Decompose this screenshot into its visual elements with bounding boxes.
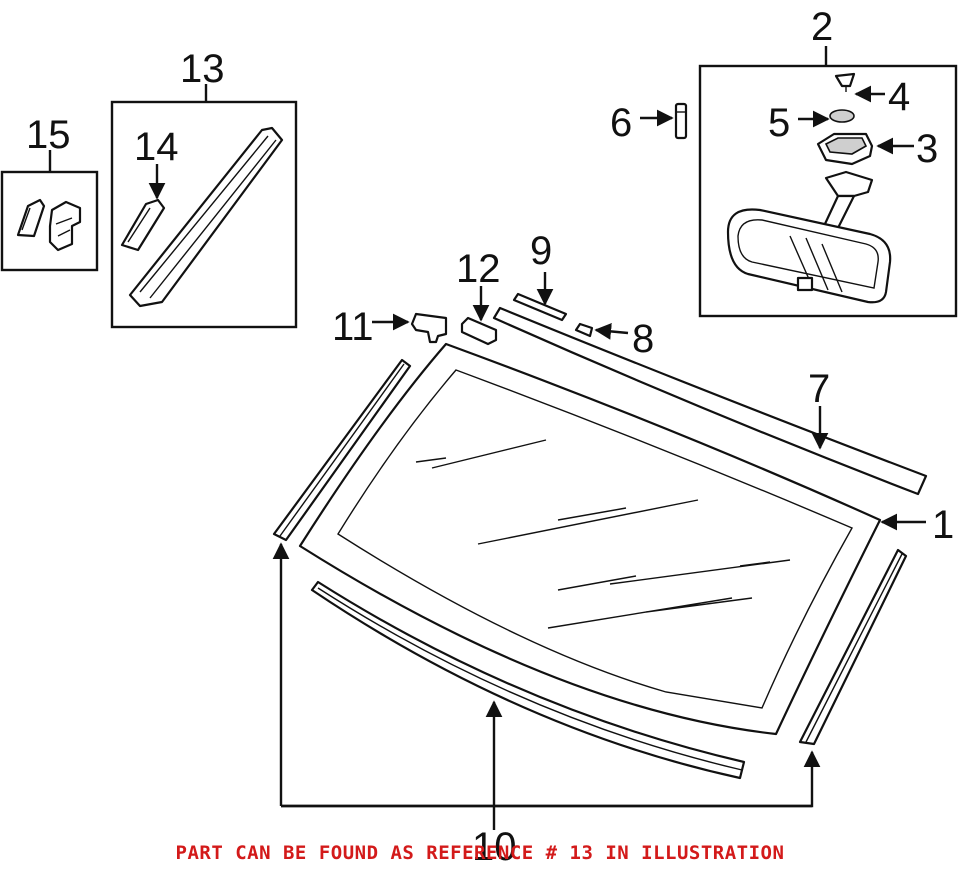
part-12-clip — [460, 316, 498, 346]
callout-1: 1 — [932, 503, 954, 547]
rear-view-mirror — [726, 208, 892, 304]
part-8-spacer — [574, 322, 594, 338]
part-8-leader — [594, 323, 629, 340]
part-10-right-side-moulding — [798, 548, 908, 746]
reference-caption: PART CAN BE FOUND AS REFERENCE # 13 IN I… — [175, 842, 785, 864]
part-9-strip — [512, 292, 568, 322]
callout-5: 5 — [768, 101, 790, 145]
part-10-bottom-moulding — [310, 580, 746, 780]
part-15-clips — [16, 198, 82, 252]
part-15-group — [0, 150, 99, 272]
part-6-bolt — [674, 102, 688, 140]
part-10-left-side-moulding — [272, 358, 412, 542]
callout-13: 13 — [180, 47, 225, 91]
part-5-washer — [829, 109, 855, 123]
callout-12: 12 — [456, 247, 501, 291]
part-10-leader-bracket — [272, 542, 821, 830]
callout-6: 6 — [610, 101, 632, 145]
callout-9: 9 — [530, 229, 552, 273]
mirror-stem — [822, 170, 874, 230]
part-14-clip — [120, 198, 166, 252]
callout-2: 2 — [811, 5, 833, 49]
callout-4: 4 — [888, 75, 910, 119]
part-3-mount-base — [816, 132, 874, 166]
part-1-windshield — [298, 342, 882, 736]
callout-15: 15 — [26, 113, 71, 157]
callout-14: 14 — [134, 125, 179, 169]
part-4-screw — [834, 72, 856, 92]
part-15-box — [0, 170, 99, 272]
part-11-clip — [410, 312, 448, 344]
callout-7: 7 — [808, 367, 830, 411]
part-2-group — [698, 46, 958, 318]
part-13-group — [110, 84, 298, 329]
part-13-box — [110, 100, 298, 329]
callout-8: 8 — [632, 317, 654, 361]
part-2-box — [698, 64, 958, 318]
part-13-pillar-trim — [128, 126, 284, 308]
callout-11: 11 — [332, 305, 374, 349]
callout-10: 10 — [472, 825, 517, 869]
callout-3: 3 — [916, 127, 938, 171]
